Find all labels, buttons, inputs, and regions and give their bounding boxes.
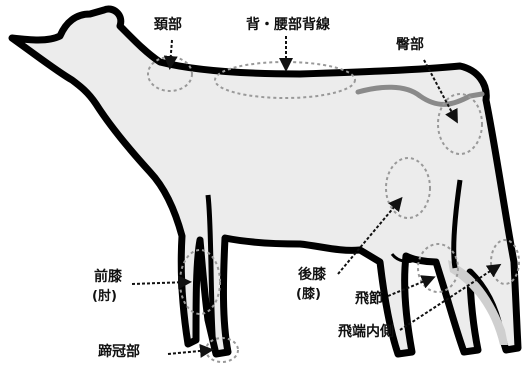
label-stifle: 後膝 [298,268,326,282]
label-hock-inner: 飛端内側 [338,325,394,339]
label-hock: 飛節 [355,292,383,306]
label-hip: 臀部 [396,38,424,52]
label-stifle-note: (膝) [296,288,321,301]
coronet-arrow [168,350,210,354]
label-front-knee: 前膝 [94,270,122,284]
label-back-loin: 背・腰部背線 [246,18,330,32]
label-neck: 頚部 [154,18,182,32]
label-coronet: 蹄冠部 [98,345,140,359]
label-front-knee-note: (肘) [92,290,117,303]
